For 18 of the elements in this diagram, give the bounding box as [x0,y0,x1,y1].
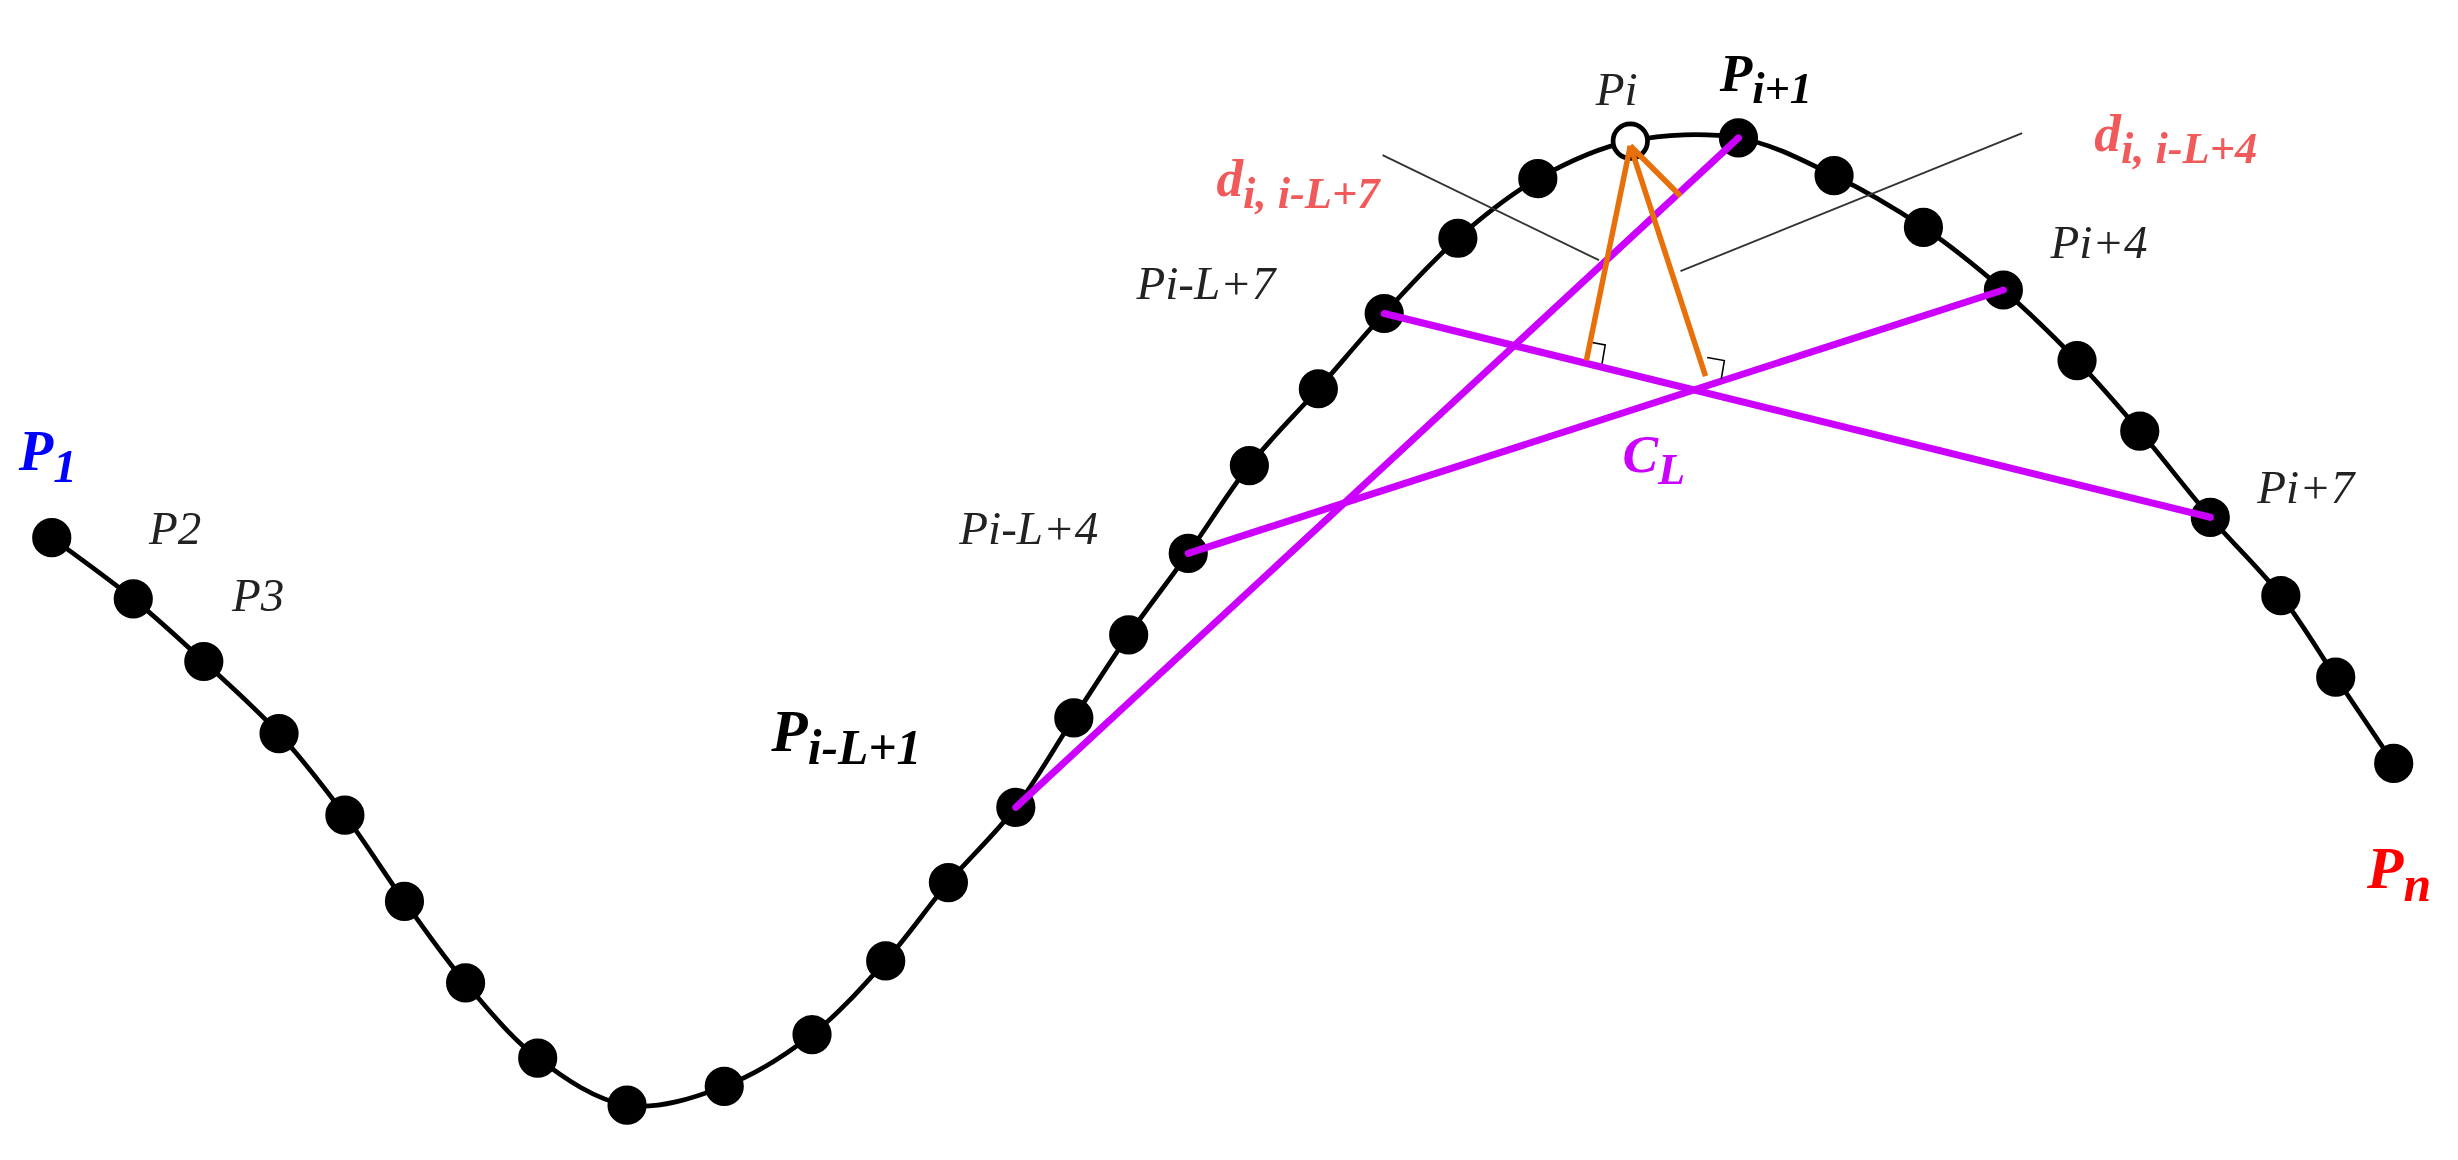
point-label: P$_{1}$ [18,423,77,491]
point-label: P$_{i-L+1}$ [771,702,922,773]
point-label: Pi+7 [2257,464,2355,512]
distance-label: d$_{i, i-L+7}$ [1216,152,1380,216]
point-label: Pi-L+7 [1136,260,1276,308]
point-label: P$_{n}$ [2367,838,2432,910]
leader-line [1381,154,1600,262]
distance-label: d$_{i, i-L+4}$ [2094,106,2258,170]
point-label: P2 [148,504,202,552]
point-label: P3 [232,572,285,620]
point-label: Pi [1595,65,1638,113]
point-label: Pi+4 [2050,219,2148,267]
chord-label: C$_{L}$ [1622,427,1686,492]
distance-line [1627,143,1709,378]
point-label: Pi-L+4 [959,504,1099,552]
point-label: P$_{i+1}$ [1719,47,1813,111]
leader-line [1679,132,2024,273]
distance-line [1583,145,1633,362]
